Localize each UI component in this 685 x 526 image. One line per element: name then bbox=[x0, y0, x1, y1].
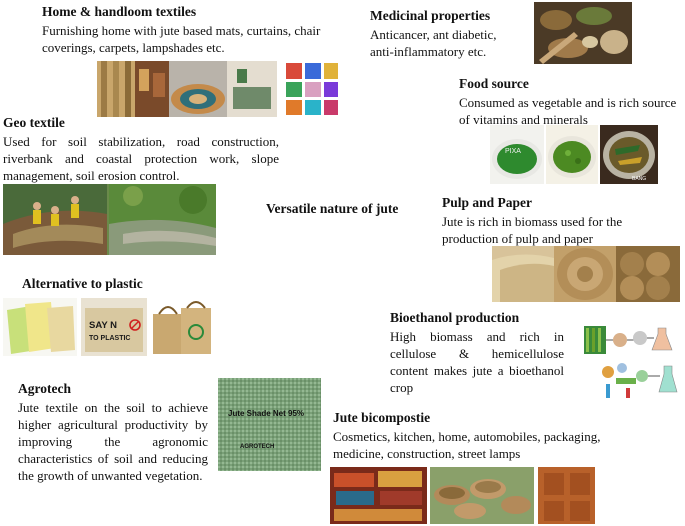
home-textiles-text: Furnishing home with jute based mats, cu… bbox=[42, 23, 321, 55]
pulp-paper-text: Jute is rich in biomass used for the pro… bbox=[442, 214, 623, 246]
bioethanol-image bbox=[582, 320, 680, 400]
geo-textile-text: Used for soil stabilization, road constr… bbox=[3, 134, 279, 183]
agrotech-image: Jute Shade Net 95% AGROTECH bbox=[218, 378, 321, 471]
medicinal-block: Medicinal properties Anticancer, ant dia… bbox=[370, 8, 520, 60]
pulp-paper-title: Pulp and Paper bbox=[442, 195, 533, 210]
agrotech-text: Jute textile on the soil to achieve high… bbox=[18, 400, 208, 483]
geo-textile-block: Geo textile Used for soil stabilization,… bbox=[3, 115, 279, 184]
medicinal-text: Anticancer, ant diabetic, anti-inflammat… bbox=[370, 27, 497, 59]
bicompostie-text: Cosmetics, kitchen, home, automobiles, p… bbox=[333, 429, 601, 461]
agrotech-block: Agrotech Jute textile on the soil to ach… bbox=[18, 381, 208, 484]
bioethanol-title: Bioethanol production bbox=[390, 310, 520, 325]
food-source-text: Consumed as vegetable and is rich source… bbox=[459, 95, 677, 127]
alternative-plastic-title: Alternative to plastic bbox=[22, 276, 143, 291]
bioethanol-block: Bioethanol production High biomass and r… bbox=[390, 310, 564, 396]
shade-net-label: Jute Shade Net 95% bbox=[228, 409, 304, 418]
diagram-center-title: Versatile nature of jute bbox=[266, 201, 399, 216]
bioethanol-text: High biomass and rich in cellulose & hem… bbox=[390, 329, 564, 395]
pulp-paper-block: Pulp and Paper Jute is rich in biomass u… bbox=[442, 195, 674, 247]
home-textiles-block: Home & handloom textiles Furnishing home… bbox=[42, 4, 342, 56]
agrotech-brand-label: AGROTECH bbox=[240, 444, 274, 450]
medicinal-title: Medicinal properties bbox=[370, 8, 491, 23]
agrotech-title: Agrotech bbox=[18, 381, 71, 396]
food-image-watermark-2: BANG bbox=[632, 176, 646, 182]
medicinal-image bbox=[534, 2, 632, 64]
bicompostie-title: Jute bicompostie bbox=[333, 410, 431, 425]
bicompostie-block: Jute bicompostie Cosmetics, kitchen, hom… bbox=[333, 410, 623, 462]
home-textiles-title: Home & handloom textiles bbox=[42, 4, 197, 19]
pulp-paper-image bbox=[492, 246, 680, 302]
home-textiles-image bbox=[97, 61, 340, 117]
say-no-text: SAY N bbox=[89, 320, 117, 331]
geo-textile-image bbox=[3, 184, 216, 255]
to-plastic-text: TO PLASTIC bbox=[89, 335, 130, 342]
food-image-watermark-1: PIXA bbox=[505, 148, 521, 155]
food-source-image: PIXA BANG bbox=[490, 125, 658, 184]
bicompostie-image bbox=[330, 467, 595, 524]
food-source-block: Food source Consumed as vegetable and is… bbox=[459, 76, 681, 128]
food-source-title: Food source bbox=[459, 76, 529, 91]
geo-textile-title: Geo textile bbox=[3, 115, 65, 130]
alternative-plastic-image: SAY N TO PLASTIC bbox=[3, 298, 213, 356]
alternative-plastic-block: Alternative to plastic bbox=[22, 276, 222, 292]
